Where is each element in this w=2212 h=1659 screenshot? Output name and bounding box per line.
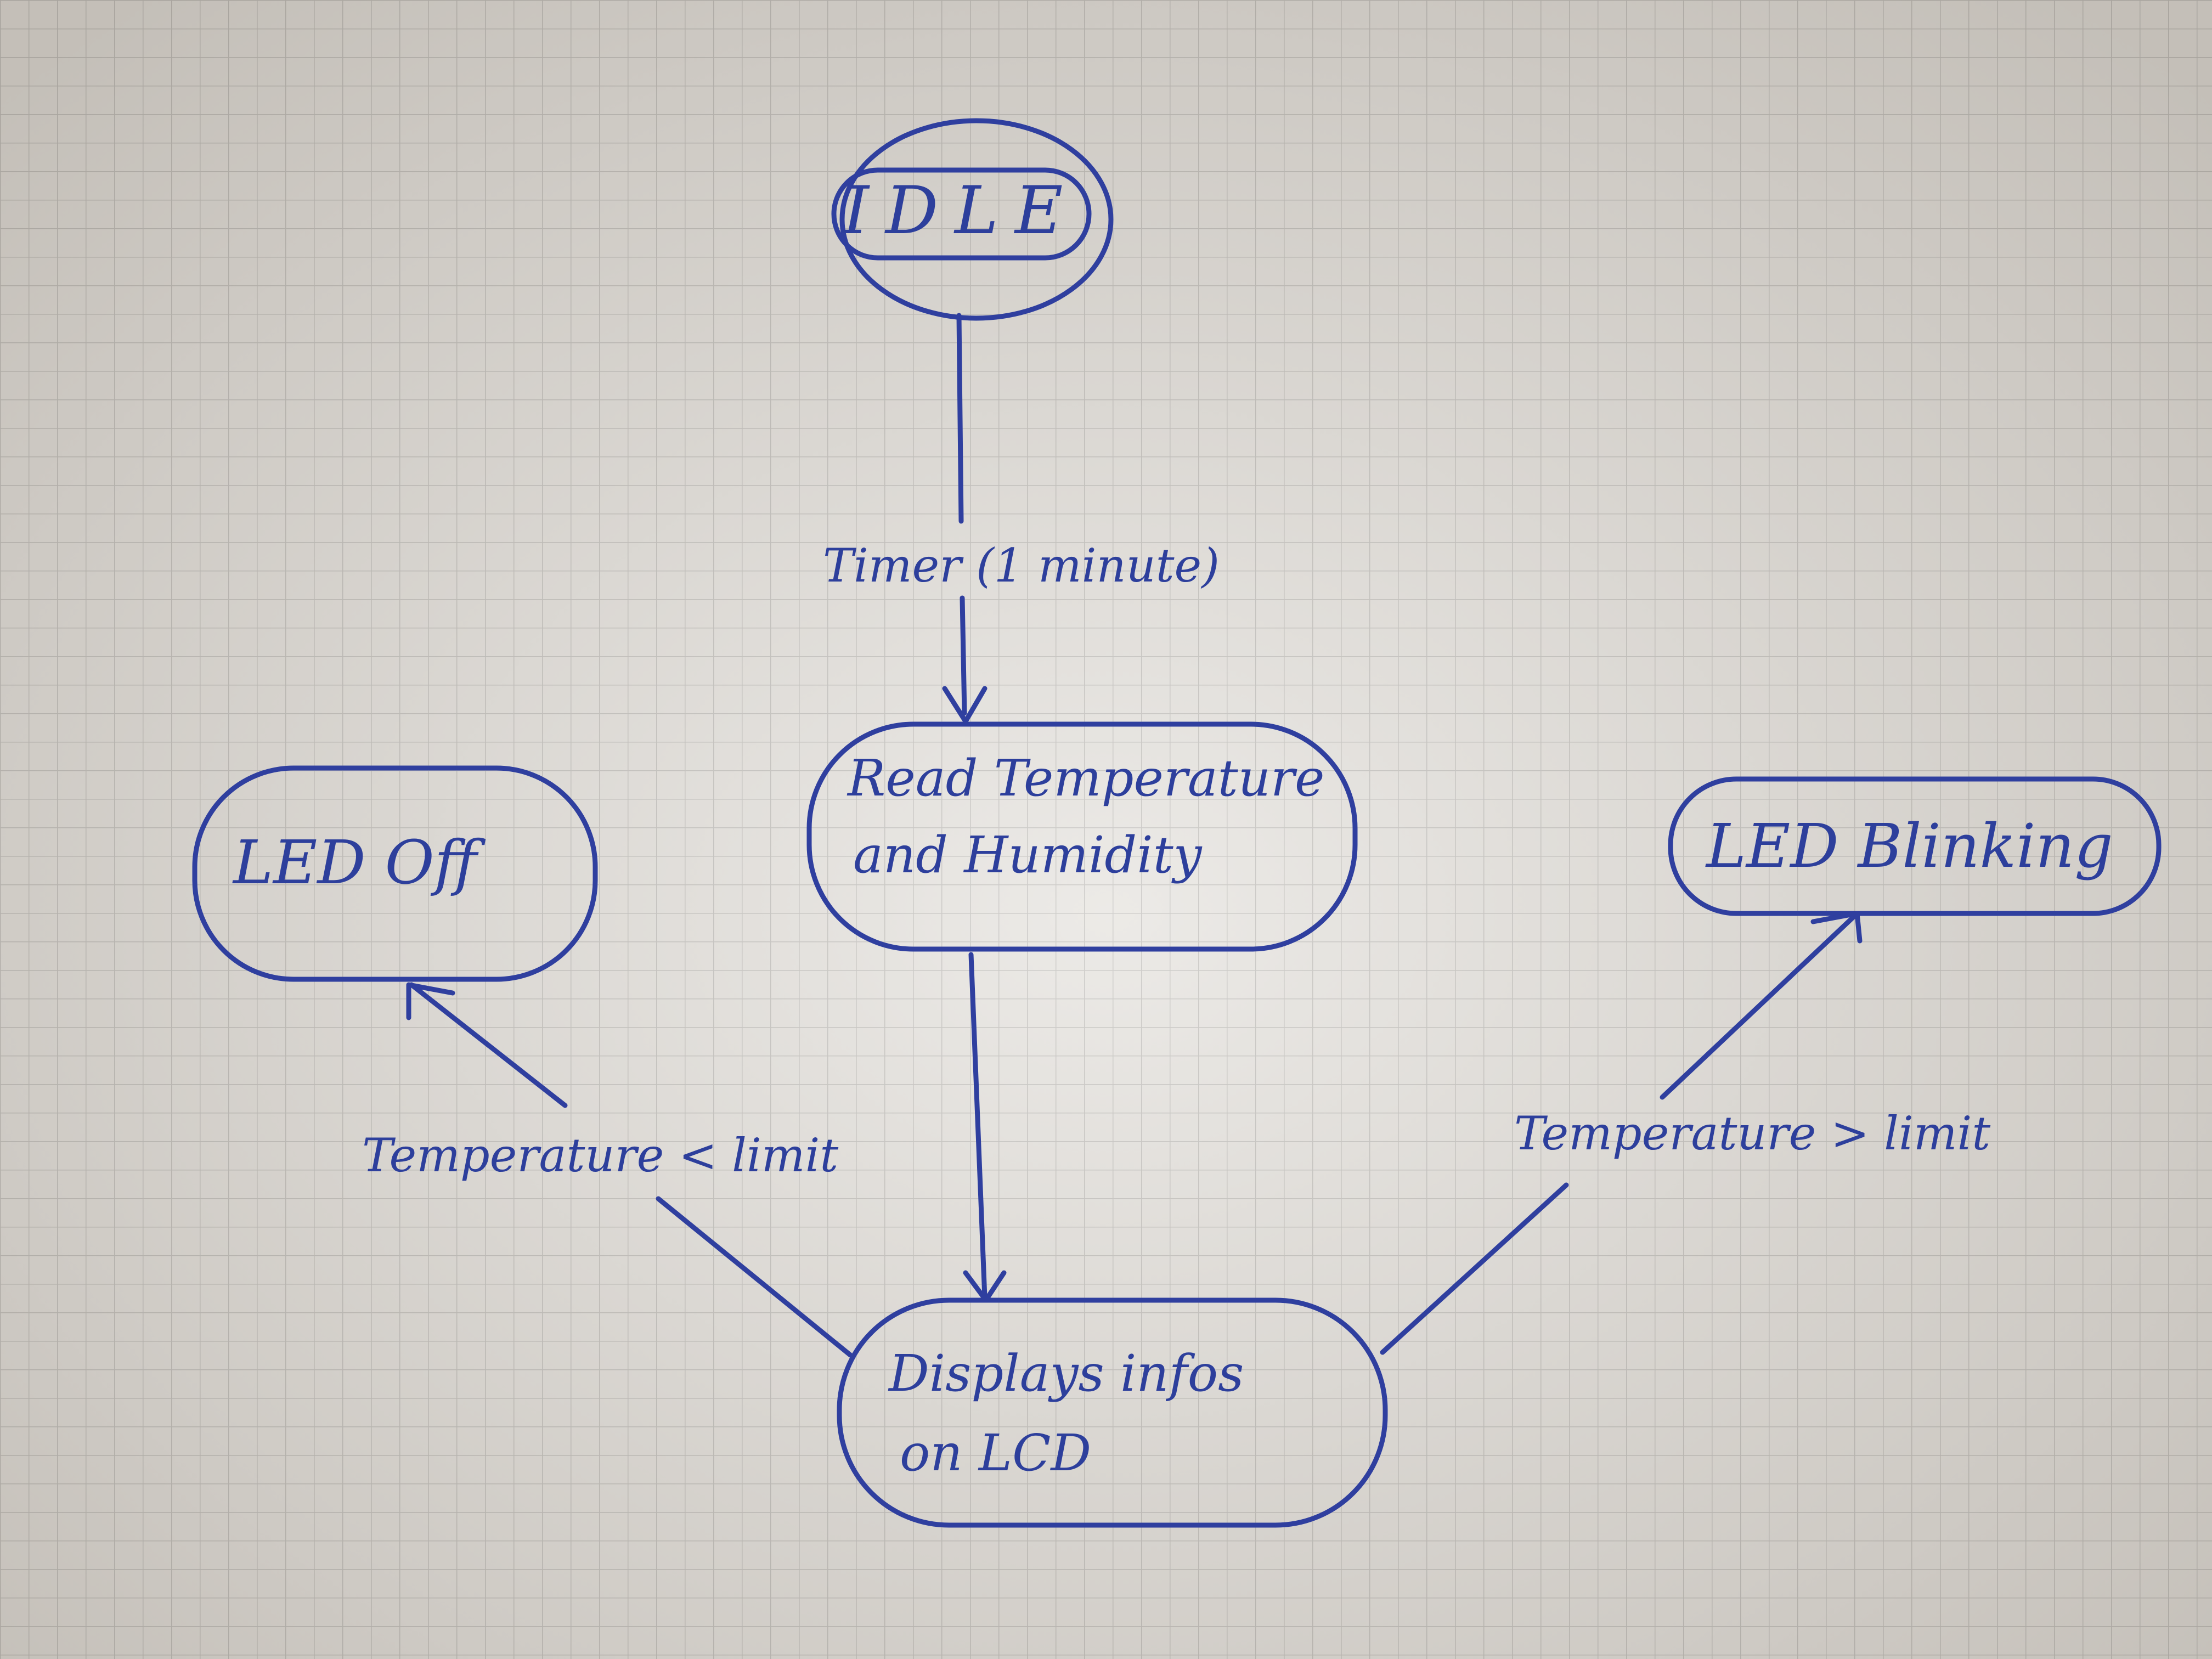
state-read-outline bbox=[806, 721, 1358, 952]
state-idle-label: IDLE bbox=[842, 173, 1080, 249]
transition-read-to-display-line bbox=[968, 952, 988, 1300]
state-display: Displays infos on LCD bbox=[837, 1297, 1388, 1528]
state-read-label-line2: and Humidity bbox=[853, 826, 1203, 884]
state-led-blinking-label: LED Blinking bbox=[1705, 811, 2113, 881]
state-led-blinking: LED Blinking bbox=[1668, 776, 2162, 916]
state-led-off: LED Off bbox=[192, 765, 598, 982]
state-idle-outer bbox=[839, 118, 1114, 321]
transition-timer: Timer (1 minute) bbox=[823, 313, 1220, 724]
state-idle: IDLE bbox=[831, 118, 1114, 321]
transition-timer-arrowhead bbox=[942, 686, 988, 724]
state-led-off-label: LED Off bbox=[232, 827, 486, 898]
transition-temp-low-line-upper bbox=[409, 982, 568, 1108]
transition-temp-high-arrowhead bbox=[1810, 911, 1863, 944]
transition-timer-line-lower bbox=[960, 595, 967, 716]
transition-temp-high-label: Temperature > limit bbox=[1514, 1107, 1990, 1160]
transition-temp-high-line-upper bbox=[1660, 913, 1857, 1100]
transition-read-to-display bbox=[963, 952, 1007, 1303]
state-display-label-line1: Displays infos bbox=[888, 1344, 1244, 1403]
transition-temp-low-label: Temperature < limit bbox=[362, 1128, 838, 1182]
transition-timer-label: Timer (1 minute) bbox=[823, 539, 1220, 592]
state-led-off-outline bbox=[192, 765, 598, 982]
transition-temp-high-line-lower bbox=[1380, 1182, 1569, 1355]
transition-read-to-display-arrowhead bbox=[963, 1270, 1007, 1303]
state-idle-inner bbox=[831, 167, 1092, 261]
state-led-blinking-outline bbox=[1668, 776, 2162, 916]
transition-temp-low-line-lower bbox=[656, 1196, 853, 1358]
state-display-outline bbox=[837, 1297, 1388, 1528]
state-read-label-line1: Read Temperature bbox=[847, 749, 1324, 808]
state-display-label-line2: on LCD bbox=[900, 1424, 1091, 1482]
transition-temp-low: Temperature < limit bbox=[362, 982, 853, 1358]
state-read: Read Temperature and Humidity bbox=[806, 721, 1358, 952]
transition-temp-high: Temperature > limit bbox=[1380, 911, 1990, 1355]
transition-timer-line-upper bbox=[956, 313, 964, 524]
transition-temp-low-arrowhead bbox=[406, 982, 455, 1020]
